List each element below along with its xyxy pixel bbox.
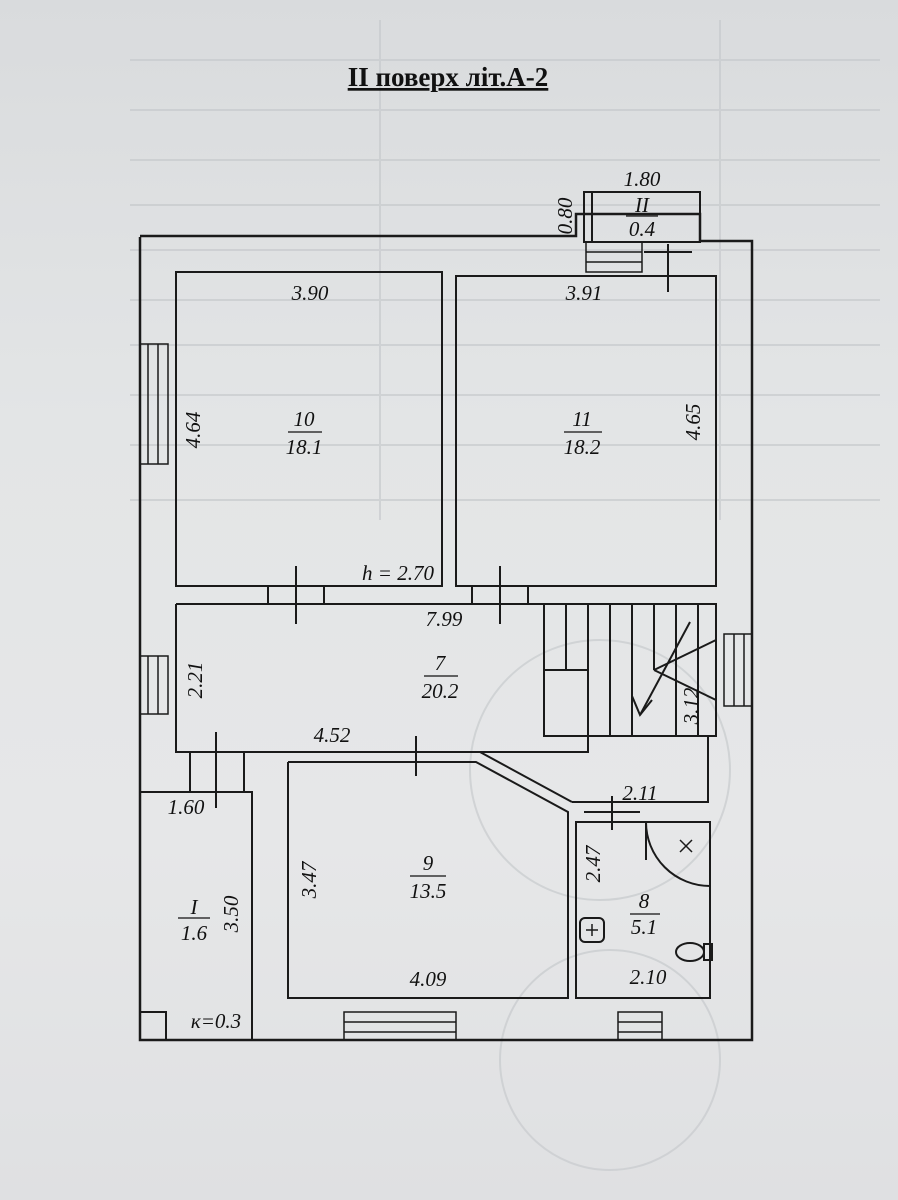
- room-11-number: 11: [572, 407, 591, 431]
- dim-ri-k: к=0.3: [191, 1009, 241, 1033]
- window-north-room-11: [585, 241, 643, 273]
- room-10-walls: [175, 271, 443, 587]
- dim-stair: 3.12: [679, 687, 703, 725]
- dim-ri-depth: 3.50: [219, 895, 243, 933]
- dimension-labels: 3.90 4.64 3.91 4.65 h = 2.70 7.99 2.21 4…: [168, 167, 705, 1033]
- dim-r8-width-top: 2.11: [622, 781, 657, 805]
- room-i-walls: [139, 791, 253, 1041]
- title-text: II поверх літ.А-2: [348, 62, 549, 92]
- window-west-room-10: [139, 343, 169, 465]
- window-south-room-9: [343, 1011, 457, 1041]
- room-10-number: 10: [294, 407, 316, 431]
- dim-r7-width: 7.99: [426, 607, 463, 631]
- dim-ri-width: 1.60: [168, 795, 205, 819]
- room-labels: 10 18.1 11 18.2 7 20.2 9 13.5 8 5.1 I 1.…: [178, 193, 660, 945]
- room-7-area: 20.2: [422, 679, 459, 703]
- room-i-number: I: [190, 895, 199, 919]
- dim-r8-width-bottom: 2.10: [630, 965, 667, 989]
- dim-r11-width: 3.91: [565, 281, 603, 305]
- dim-r7-lower: 4.52: [314, 723, 351, 747]
- window-south-room-8: [617, 1011, 663, 1041]
- room-8-area: 5.1: [631, 915, 657, 939]
- room-8-number: 8: [639, 889, 650, 913]
- room-9-number: 9: [423, 851, 434, 875]
- plan-title: II поверх літ.А-2: [348, 62, 549, 92]
- dim-r9-depth: 3.47: [297, 860, 321, 899]
- windows: [139, 241, 753, 1041]
- staircase: [543, 603, 717, 737]
- window-east-stair: [723, 633, 753, 707]
- room-11-area: 18.2: [564, 435, 601, 459]
- dim-rii-width: 1.80: [624, 167, 661, 191]
- room-ii-area: 0.4: [629, 217, 656, 241]
- room-7-number: 7: [435, 651, 447, 675]
- dim-r10-width: 3.90: [291, 281, 329, 305]
- room-ii-number: II: [634, 193, 650, 217]
- dim-r11-depth: 4.65: [681, 404, 705, 441]
- dim-r7-depth: 2.21: [183, 662, 207, 699]
- dim-rii-depth: 0.80: [553, 197, 577, 234]
- room-9-area: 13.5: [410, 879, 447, 903]
- dim-r8-depth: 2.47: [581, 844, 605, 882]
- window-west-room-7: [139, 655, 169, 715]
- background-ghost-table: [130, 20, 880, 1171]
- dim-ceiling-height: h = 2.70: [362, 561, 434, 585]
- room-9-walls: [287, 751, 573, 999]
- door-openings: [189, 244, 692, 830]
- room-i-area: 1.6: [181, 921, 208, 945]
- dim-r10-depth: 4.64: [181, 411, 205, 448]
- room-10-area: 18.1: [286, 435, 323, 459]
- room-11-walls: [455, 275, 717, 587]
- room-8-walls: [572, 736, 713, 999]
- dim-r9-width: 4.09: [410, 967, 447, 991]
